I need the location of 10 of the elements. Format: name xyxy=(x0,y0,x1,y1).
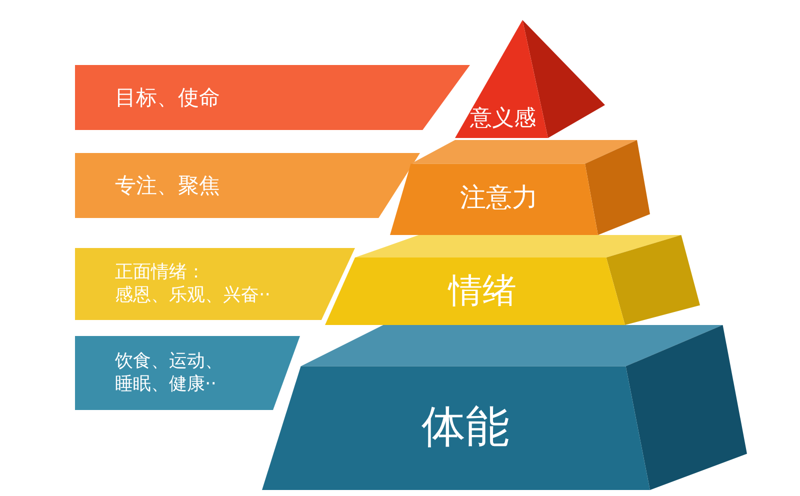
tier-label: 意义感 xyxy=(469,104,537,133)
banner-text: 睡眠、健康·· xyxy=(115,373,218,396)
banner-text: 目标、使命 xyxy=(115,84,220,111)
banner-text: 专注、聚焦 xyxy=(115,172,220,199)
tier-label: 注意力 xyxy=(459,182,540,215)
banner-text: 正面情绪： xyxy=(115,260,206,284)
tier-label: 情绪 xyxy=(446,270,518,313)
tier-label: 体能 xyxy=(420,400,511,455)
banner-text: 饮食、运动、 xyxy=(115,350,223,373)
banner-text: 感恩、乐观、兴奋·· xyxy=(115,284,270,308)
